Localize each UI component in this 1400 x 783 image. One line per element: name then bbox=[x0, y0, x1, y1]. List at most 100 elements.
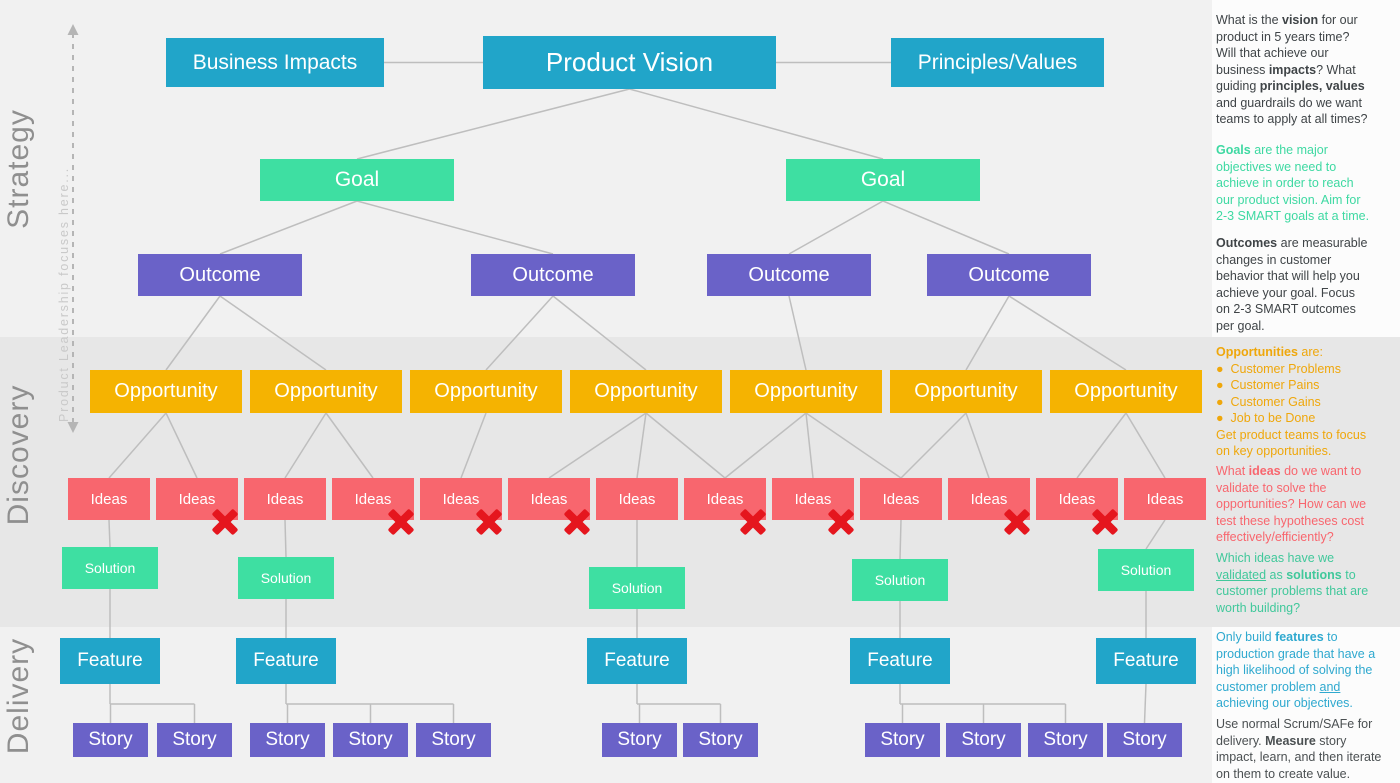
node-t3a-story: Story bbox=[602, 723, 677, 757]
node-g2-goal: Goal bbox=[786, 159, 980, 201]
node-t4a-story: Story bbox=[865, 723, 940, 757]
node-s1-solution: Solution bbox=[62, 547, 158, 589]
node-i11-idea: Ideas bbox=[948, 478, 1030, 520]
node-t2b-story: Story bbox=[333, 723, 408, 757]
node-t4b-story: Story bbox=[946, 723, 1021, 757]
node-o1-outcome: Outcome bbox=[138, 254, 302, 296]
node-i7-idea: Ideas bbox=[596, 478, 678, 520]
node-i5-idea: Ideas bbox=[420, 478, 502, 520]
leadership-caption: Product Leadership focuses here... bbox=[57, 166, 71, 422]
node-t2c-story: Story bbox=[416, 723, 491, 757]
node-f4-feature: Feature bbox=[850, 638, 950, 684]
connector-line bbox=[1145, 519, 1166, 550]
node-t2a-story: Story bbox=[250, 723, 325, 757]
node-t5a-story: Story bbox=[1107, 723, 1182, 757]
connector-line bbox=[165, 295, 221, 371]
rejected-x-icon bbox=[1003, 508, 1031, 536]
connector-line bbox=[460, 412, 487, 479]
node-p2-opportunity: Opportunity bbox=[250, 370, 402, 413]
connector-line bbox=[1076, 412, 1127, 479]
connector-line bbox=[965, 295, 1010, 371]
node-p6-opportunity: Opportunity bbox=[890, 370, 1042, 413]
node-p1-opportunity: Opportunity bbox=[90, 370, 242, 413]
rejected-x-icon bbox=[387, 508, 415, 536]
rejected-x-icon bbox=[739, 508, 767, 536]
connector-line bbox=[636, 412, 647, 479]
sidebar-paragraph-4: Opportunities are:● Customer Problems● C… bbox=[1216, 345, 1367, 458]
connector-line bbox=[219, 200, 358, 255]
node-i12-idea: Ideas bbox=[1036, 478, 1118, 520]
node-bi-impact: Business Impacts bbox=[166, 38, 384, 87]
connector-line bbox=[284, 412, 327, 479]
node-p7-opportunity: Opportunity bbox=[1050, 370, 1202, 413]
connector-line bbox=[900, 412, 967, 479]
node-i3-idea: Ideas bbox=[244, 478, 326, 520]
connector-line bbox=[805, 412, 902, 479]
node-i1-idea: Ideas bbox=[68, 478, 150, 520]
node-o2-outcome: Outcome bbox=[471, 254, 635, 296]
connector-line bbox=[325, 412, 374, 479]
node-s4-solution: Solution bbox=[852, 559, 948, 601]
connector-line bbox=[356, 200, 554, 255]
node-i9-idea: Ideas bbox=[772, 478, 854, 520]
connector-line bbox=[356, 88, 630, 160]
connector-line bbox=[165, 412, 198, 479]
node-f5-feature: Feature bbox=[1096, 638, 1196, 684]
node-i10-idea: Ideas bbox=[860, 478, 942, 520]
node-f3-feature: Feature bbox=[587, 638, 687, 684]
connector-line bbox=[788, 295, 807, 371]
node-t3b-story: Story bbox=[683, 723, 758, 757]
node-p4-opportunity: Opportunity bbox=[570, 370, 722, 413]
node-g1-goal: Goal bbox=[260, 159, 454, 201]
node-s2-solution: Solution bbox=[238, 557, 334, 599]
node-s3-solution: Solution bbox=[589, 567, 685, 609]
sidebar-background-delivery bbox=[1212, 627, 1400, 783]
node-i2-idea: Ideas bbox=[156, 478, 238, 520]
connector-line bbox=[108, 519, 111, 548]
rejected-x-icon bbox=[475, 508, 503, 536]
connector-line bbox=[805, 412, 814, 479]
node-t4c-story: Story bbox=[1028, 723, 1103, 757]
node-i6-idea: Ideas bbox=[508, 478, 590, 520]
delivery-label: Delivery bbox=[2, 637, 35, 755]
node-i4-idea: Ideas bbox=[332, 478, 414, 520]
node-t1a-story: Story bbox=[73, 723, 148, 757]
node-t1b-story: Story bbox=[157, 723, 232, 757]
rejected-x-icon bbox=[1091, 508, 1119, 536]
rejected-x-icon bbox=[211, 508, 239, 536]
connector-line bbox=[724, 412, 807, 479]
connector-line bbox=[219, 295, 327, 371]
connector-line bbox=[108, 412, 167, 479]
connector-line bbox=[548, 412, 647, 479]
strategy-label: Strategy bbox=[2, 109, 35, 229]
node-pv-vision: Product Vision bbox=[483, 36, 776, 89]
connector-line bbox=[1125, 412, 1166, 479]
connector-line bbox=[552, 295, 647, 371]
node-pr-principles: Principles/Values bbox=[891, 38, 1104, 87]
connector-line bbox=[965, 412, 990, 479]
node-o3-outcome: Outcome bbox=[707, 254, 871, 296]
connector-line bbox=[899, 519, 902, 560]
connector-line bbox=[485, 295, 554, 371]
connector-line bbox=[629, 88, 884, 160]
node-i13-idea: Ideas bbox=[1124, 478, 1206, 520]
node-p5-opportunity: Opportunity bbox=[730, 370, 882, 413]
connector-line bbox=[284, 519, 287, 558]
node-s5-solution: Solution bbox=[1098, 549, 1194, 591]
connector-line bbox=[645, 412, 726, 479]
node-p3-opportunity: Opportunity bbox=[410, 370, 562, 413]
sidebar-background-strategy bbox=[1212, 0, 1400, 337]
rejected-x-icon bbox=[563, 508, 591, 536]
node-f1-feature: Feature bbox=[60, 638, 160, 684]
node-f2-feature: Feature bbox=[236, 638, 336, 684]
connector-line bbox=[1008, 295, 1127, 371]
connector-line bbox=[882, 200, 1010, 255]
